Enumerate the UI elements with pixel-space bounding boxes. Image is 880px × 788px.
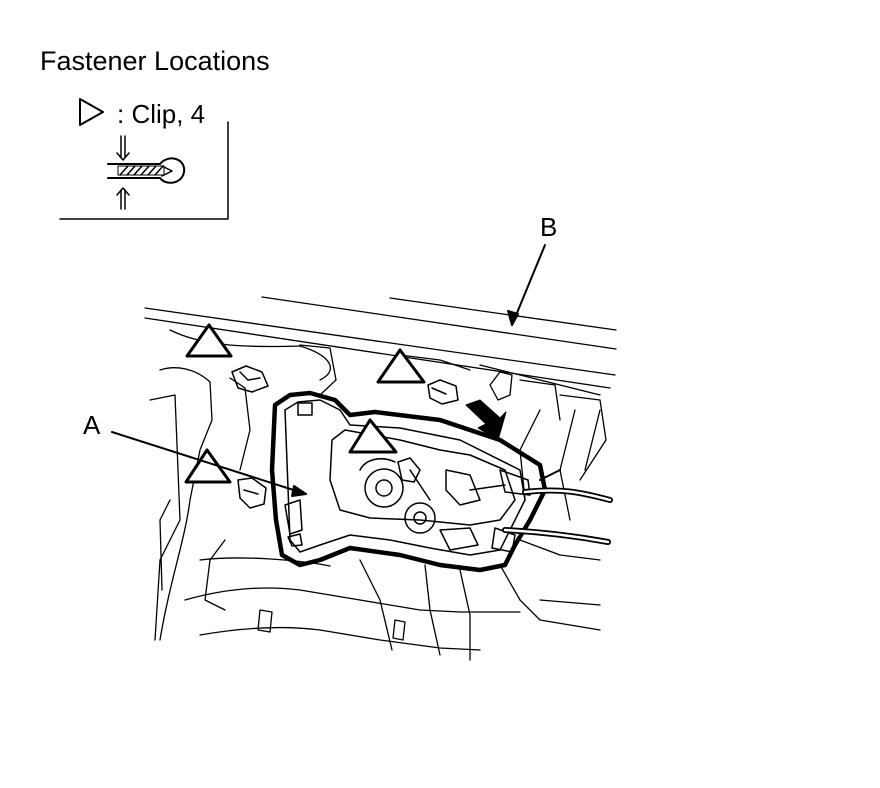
- callout-a-label: A: [83, 410, 101, 440]
- dashboard-frame: [144, 296, 617, 661]
- leader-a: [111, 431, 307, 495]
- clip-4: [397, 457, 421, 483]
- legend-clip-label: : Clip, 4: [117, 99, 206, 129]
- callout-b-label: B: [540, 212, 558, 242]
- clip-2: [427, 379, 459, 405]
- legend-box: [59, 98, 229, 220]
- leader-lines: [111, 244, 546, 497]
- clip-triangles: [184, 323, 426, 484]
- triangle-marker-2: [376, 348, 426, 384]
- triangle-marker-3: [184, 448, 232, 484]
- triangle-outline-icon: [79, 98, 104, 126]
- leader-b: [511, 244, 546, 326]
- diagram-title: Fastener Locations: [40, 46, 270, 76]
- clip-markers: [231, 365, 459, 509]
- clip-3: [237, 477, 267, 509]
- clip-detail-icon: [107, 135, 186, 210]
- triangle-marker-1: [185, 323, 233, 358]
- triangle-marker-4: [348, 418, 398, 454]
- clip-1: [231, 365, 269, 393]
- heater-control-unit: [269, 390, 548, 573]
- control-cables: [502, 469, 613, 545]
- direction-arrow-icon: [465, 399, 507, 441]
